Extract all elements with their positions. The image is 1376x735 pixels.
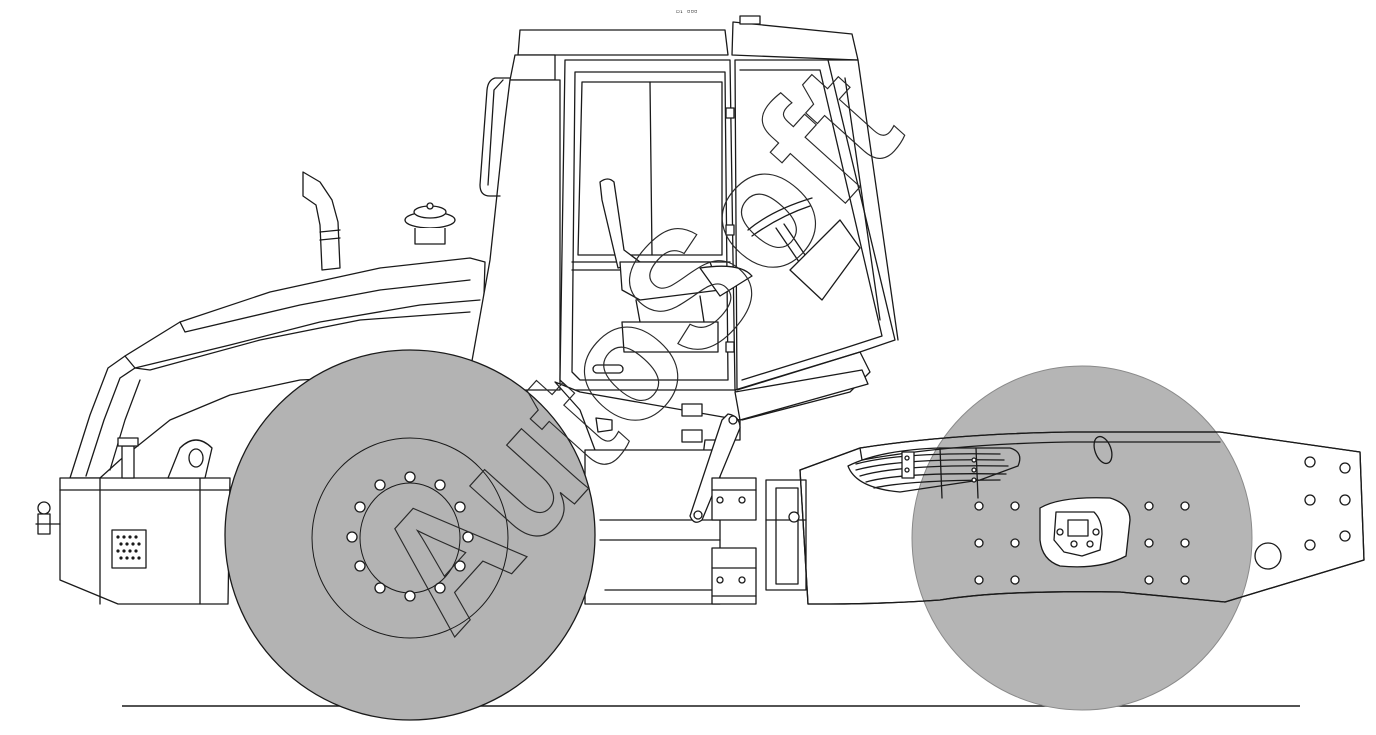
drum-frame	[788, 431, 1365, 605]
top-code-label: ▭₁ ▫▫▫	[676, 8, 698, 15]
frame-end-holes	[1254, 456, 1351, 570]
wheel-lug-nuts	[346, 471, 474, 602]
exhaust-pipe	[302, 171, 341, 271]
drum-bolts	[974, 501, 1190, 585]
air-cleaner	[404, 202, 456, 245]
operator-cab	[469, 15, 899, 421]
rear-wheel	[224, 349, 596, 721]
rear-frame	[35, 437, 231, 605]
engine-hood	[69, 257, 486, 479]
